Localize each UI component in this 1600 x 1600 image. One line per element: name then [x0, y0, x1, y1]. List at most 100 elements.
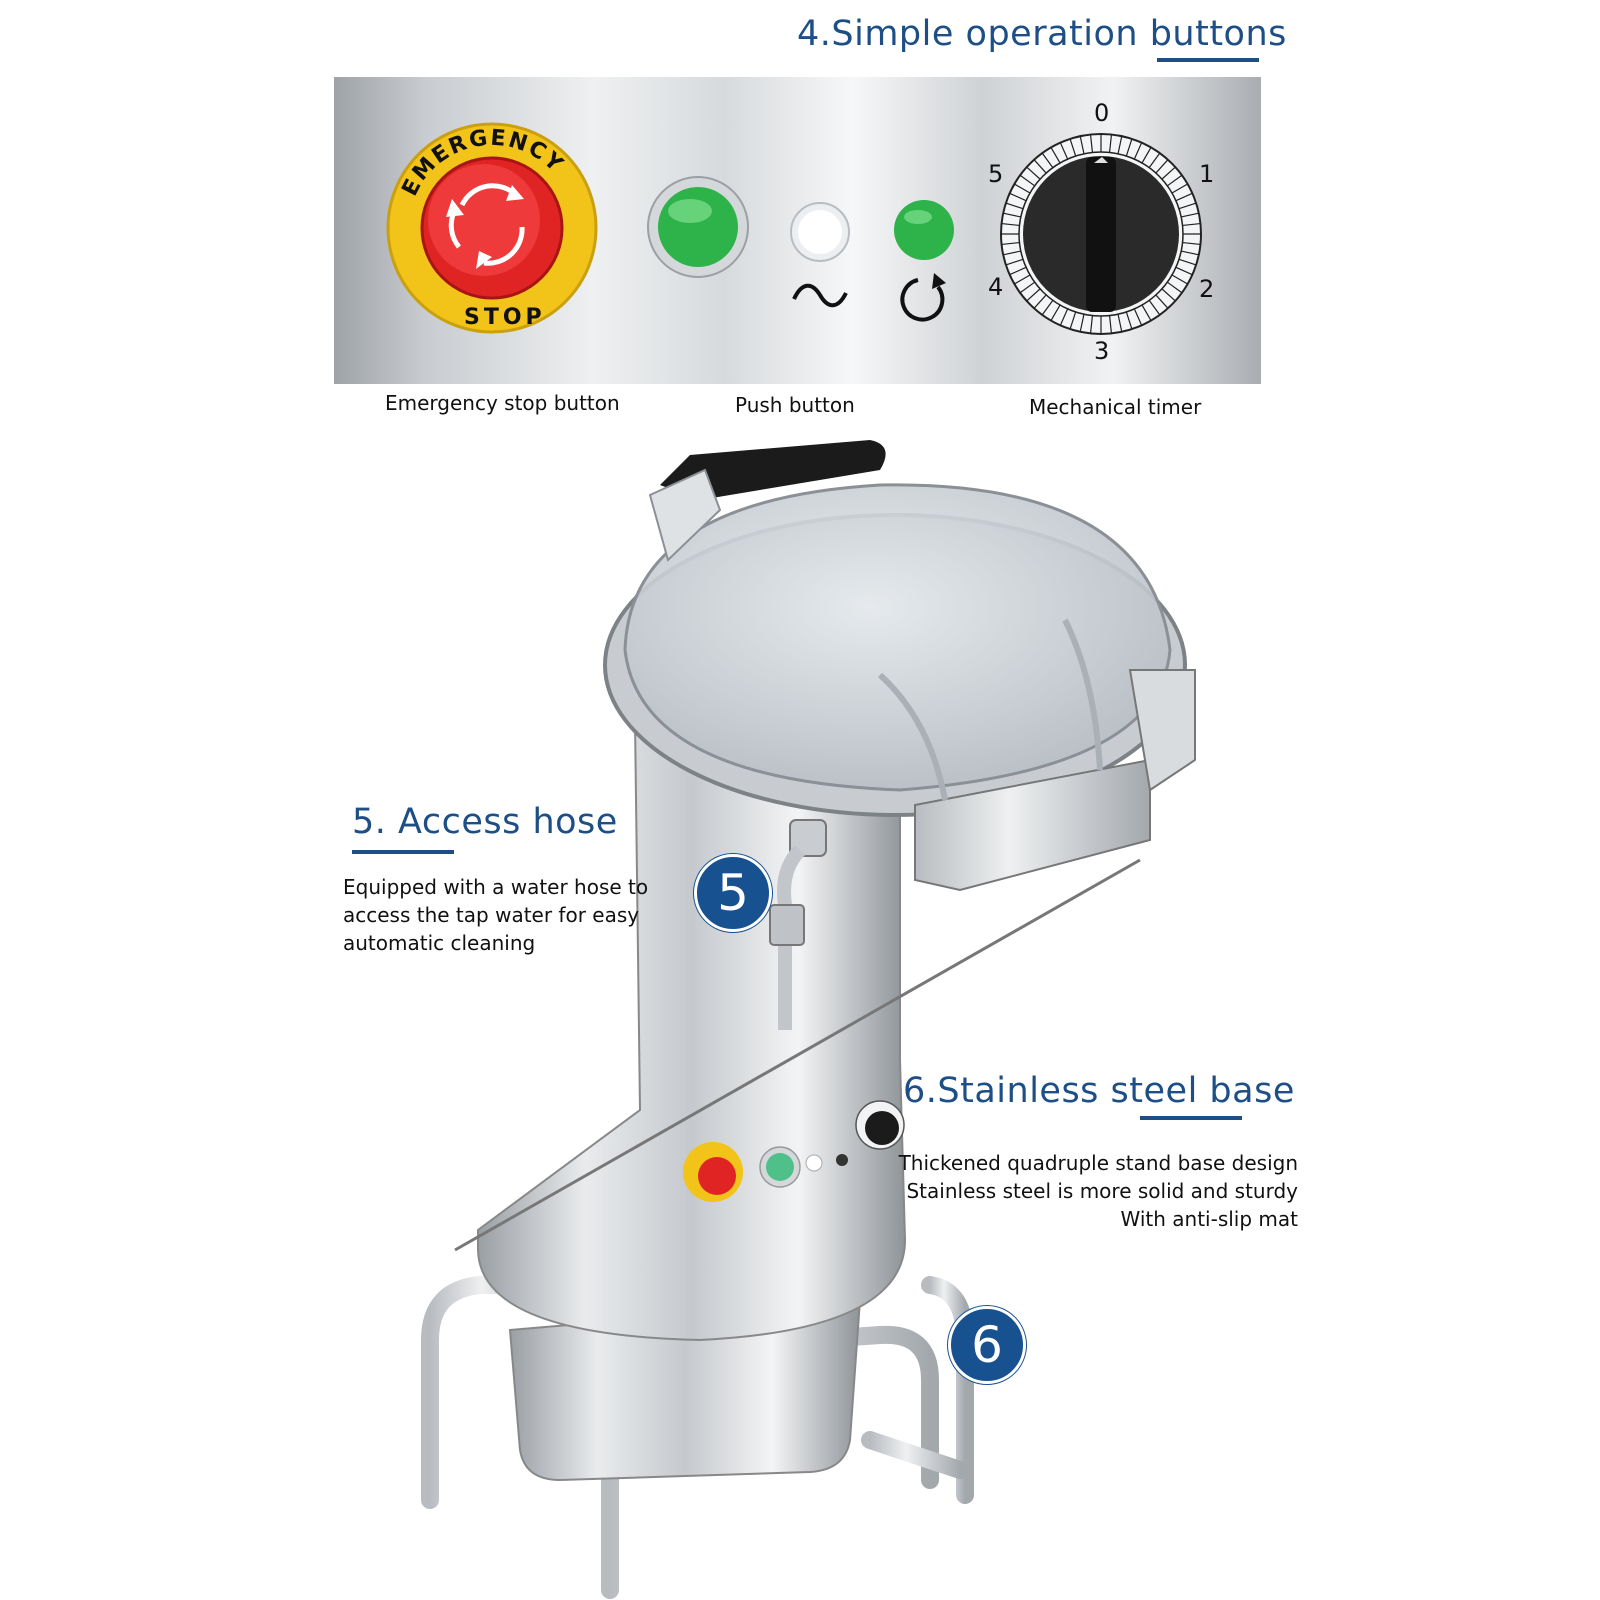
caption-emergency-stop: Emergency stop button [385, 391, 620, 415]
timer-tick [1161, 288, 1176, 302]
section5-title: 5. Access hose [352, 802, 618, 842]
section6-description-line-3: With anti-slip mat [1120, 1207, 1298, 1231]
caption-mechanical-timer: Mechanical timer [1029, 395, 1202, 419]
caption-push-button: Push button [735, 393, 855, 417]
callout-badge-6: 6 [948, 1306, 1026, 1384]
timer-tick [1117, 314, 1123, 332]
power-indicator-light [790, 202, 850, 262]
timer-knob-icon[interactable] [1000, 133, 1202, 335]
timer-tick [1171, 183, 1188, 194]
section6-description-line-2: Stainless steel is more solid and sturdy [906, 1179, 1298, 1203]
timer-tick [1069, 138, 1077, 157]
emergency-ring-text-bottom: STOP [464, 305, 546, 330]
timer-number-2: 2 [1199, 275, 1214, 303]
timer-tick [1178, 202, 1197, 210]
timer-tick [1108, 315, 1113, 334]
body-push-button [759, 1146, 848, 1188]
section5-title-underline [352, 850, 454, 854]
timer-tick [1175, 192, 1193, 202]
timer-number-4: 4 [988, 273, 1003, 301]
collection-tray [508, 1298, 862, 1482]
timer-tick [1014, 274, 1031, 285]
timer-tick [1161, 166, 1176, 180]
ac-power-icon [792, 283, 848, 308]
timer-tick [1175, 266, 1193, 276]
section5-description-line-1: Equipped with a water hose to [343, 875, 649, 899]
timer-tick [1041, 299, 1054, 316]
timer-tick [1133, 142, 1143, 160]
timer-tick [1148, 152, 1161, 169]
feed-chute [914, 758, 1151, 892]
timer-tick [1182, 222, 1201, 227]
section4-title: 4.Simple operation buttons [797, 14, 1287, 54]
timer-tick [1178, 258, 1197, 266]
timer-tick [1033, 159, 1047, 174]
timer-tick [1019, 174, 1036, 187]
timer-tick [1050, 304, 1061, 321]
timer-tick [1079, 136, 1085, 154]
timer-tick [1166, 281, 1183, 294]
timer-tick [1125, 311, 1133, 330]
timer-tick [1005, 258, 1024, 266]
timer-tick [1026, 166, 1041, 180]
rotate-icon [900, 273, 946, 322]
timer-tick [1026, 288, 1041, 302]
section5-description-line-2: access the tap water for easy [343, 903, 640, 927]
timer-tick [1089, 315, 1094, 334]
timer-tick [1001, 241, 1020, 246]
callout-badge-5: 5 [694, 854, 772, 932]
timer-tick [1033, 294, 1047, 309]
timer-tick [1141, 147, 1152, 164]
timer-tick [1089, 134, 1094, 153]
timer-tick [1079, 314, 1085, 332]
clear-dome-lid [623, 483, 1172, 792]
green-push-button[interactable] [647, 176, 749, 278]
timer-number-0: 0 [1094, 99, 1109, 127]
section6-title-underline [1140, 1116, 1242, 1120]
body-timer-knob [855, 1100, 905, 1150]
timer-tick [1148, 299, 1161, 316]
timer-tick [1003, 250, 1021, 256]
timer-tick [1069, 311, 1077, 330]
timer-tick [1001, 222, 1020, 227]
timer-tick [1009, 266, 1027, 276]
timer-tick [1182, 241, 1201, 246]
lid-handle [660, 440, 886, 500]
timer-tick [1108, 134, 1113, 153]
water-hose [769, 819, 827, 1030]
section6-title: 6.Stainless steel base [903, 1071, 1295, 1111]
divider-line [454, 858, 1141, 1252]
timer-tick [1125, 138, 1133, 157]
timer-tick [1133, 308, 1143, 326]
section4-title-underline [1157, 58, 1259, 62]
timer-number-5: 5 [988, 160, 1003, 188]
timer-tick [1005, 202, 1024, 210]
body-emergency-stop [683, 1142, 743, 1202]
timer-tick [1166, 174, 1183, 187]
timer-tick [1181, 212, 1199, 218]
timer-tick [1019, 281, 1036, 294]
timer-tick [1041, 152, 1054, 169]
machine-body [477, 719, 907, 1342]
timer-tick [1141, 304, 1152, 321]
timer-tick [1155, 294, 1169, 309]
timer-tick [1181, 250, 1199, 256]
timer-tick [1009, 192, 1027, 202]
timer-tick [1171, 274, 1188, 285]
timer-tick [1117, 136, 1123, 154]
control-panel-illustration: EMERGENCY STOP [386, 99, 1214, 365]
timer-tick [1014, 183, 1031, 194]
timer-tick [1059, 142, 1069, 160]
timer-tick [1003, 212, 1021, 218]
timer-tick [1050, 147, 1061, 164]
timer-tick [1059, 308, 1069, 326]
emergency-stop-icon: EMERGENCY STOP [386, 122, 598, 334]
section6-description-line-1: Thickened quadruple stand base design [898, 1151, 1298, 1175]
run-button[interactable] [894, 200, 954, 260]
timer-number-1: 1 [1199, 160, 1214, 188]
section5-description-line-3: automatic cleaning [343, 931, 536, 955]
control-panel-photo: EMERGENCY STOP [334, 77, 1261, 384]
timer-number-3: 3 [1094, 337, 1109, 365]
timer-tick [1155, 159, 1169, 174]
